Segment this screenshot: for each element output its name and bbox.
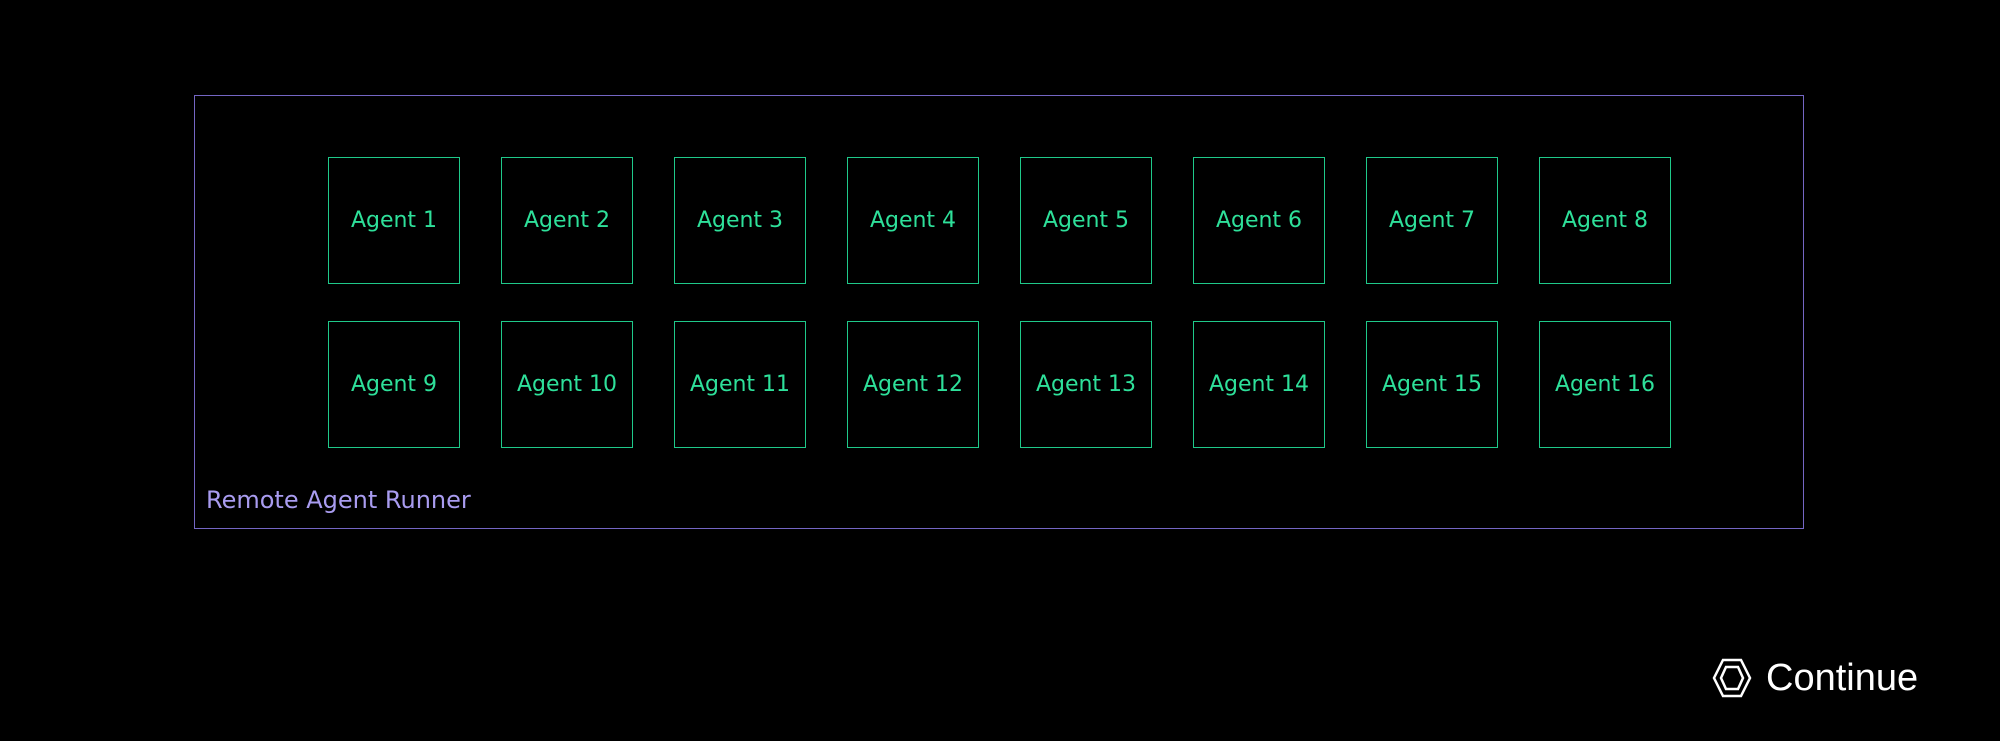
- agent-box: Agent 3: [674, 157, 806, 284]
- continue-logo-icon: [1712, 658, 1752, 698]
- agent-box: Agent 4: [847, 157, 979, 284]
- agent-box: Agent 2: [501, 157, 633, 284]
- agent-box: Agent 11: [674, 321, 806, 448]
- agent-box: Agent 6: [1193, 157, 1325, 284]
- agent-box: Agent 1: [328, 157, 460, 284]
- remote-agent-runner-box: [194, 95, 1804, 529]
- agent-box: Agent 13: [1020, 321, 1152, 448]
- agent-box: Agent 15: [1366, 321, 1498, 448]
- agent-box: Agent 14: [1193, 321, 1325, 448]
- agent-box: Agent 16: [1539, 321, 1671, 448]
- logo-text: Continue: [1766, 656, 1919, 699]
- runner-label: Remote Agent Runner: [206, 486, 471, 514]
- agent-box: Agent 9: [328, 321, 460, 448]
- agent-box: Agent 7: [1366, 157, 1498, 284]
- agent-box: Agent 10: [501, 321, 633, 448]
- agent-box: Agent 12: [847, 321, 979, 448]
- agent-box: Agent 5: [1020, 157, 1152, 284]
- agent-box: Agent 8: [1539, 157, 1671, 284]
- continue-logo: Continue: [1710, 656, 1918, 700]
